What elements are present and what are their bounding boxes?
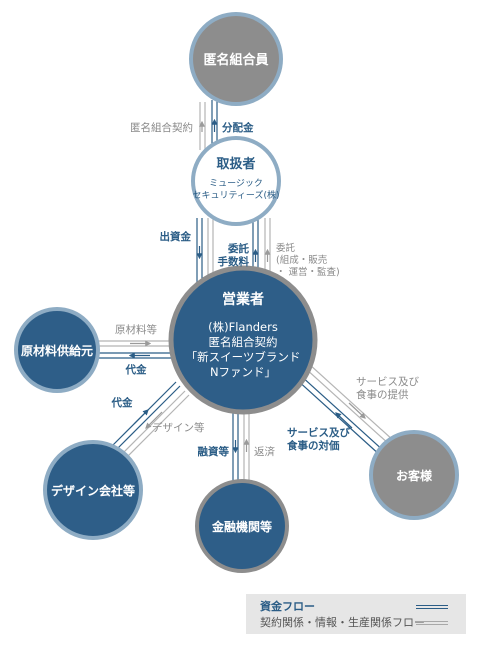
legend-contract-label: 契約関係・情報・生産関係フロー [260,616,425,629]
banks-node: 金融機関等 [195,479,289,573]
legend-money-line [416,605,448,609]
operator-suppliers-links [98,340,180,359]
customer-service-label: サービス及び食事の提供 [356,376,419,401]
operator-designers-links [105,381,190,466]
designers-label: デザイン会社等 [51,483,135,498]
fee-label: 委託手数料 [218,242,250,268]
banks-label: 金融機関等 [211,519,272,534]
distribution-label: 分配金 [222,121,254,134]
commission-label: 委託(組成・販売・ 運営・監査) [276,242,340,278]
handler-title: 取扱者 [216,156,255,172]
suppliers-label: 原材料供給元 [21,343,93,358]
investors-node: 匿名組合員 [189,12,283,106]
operator-customers-links [295,363,395,457]
handler-subtitle: ミュージックセキュリティーズ(株) [192,178,279,201]
designer-payment-label: 代金 [111,396,133,409]
handler-node: 取扱者 ミュージックセキュリティーズ(株) [191,136,281,226]
legend-contract-line [416,621,448,625]
customer-payment-label: サービス及び食事の対価 [286,426,350,452]
suppliers-node: 原材料供給元 [14,307,100,393]
contract-label: 匿名組合契約 [130,121,193,134]
design-arrow [145,411,163,429]
designer-payment-arrow [133,409,149,425]
designers-node: デザイン会社等 [43,440,143,540]
legend: 資金フロー 契約関係・情報・生産関係フロー [246,594,466,634]
legend-money-label: 資金フロー [260,600,315,613]
repayment-label: 返済 [254,445,275,458]
materials-label: 原材料等 [115,323,157,336]
supplier-payment-label: 代金 [125,363,147,376]
operator-title: 営業者 [222,291,264,308]
customer-payment-arrow [335,412,353,429]
investors-label: 匿名組合員 [203,52,268,68]
customer-service-arrow [348,402,366,419]
financing-label: 融資等 [198,445,230,458]
customers-label: お客様 [396,468,433,483]
design-label: デザイン等 [152,421,205,434]
investment-label: 出資金 [160,230,192,243]
customers-node: お客様 [369,430,459,520]
